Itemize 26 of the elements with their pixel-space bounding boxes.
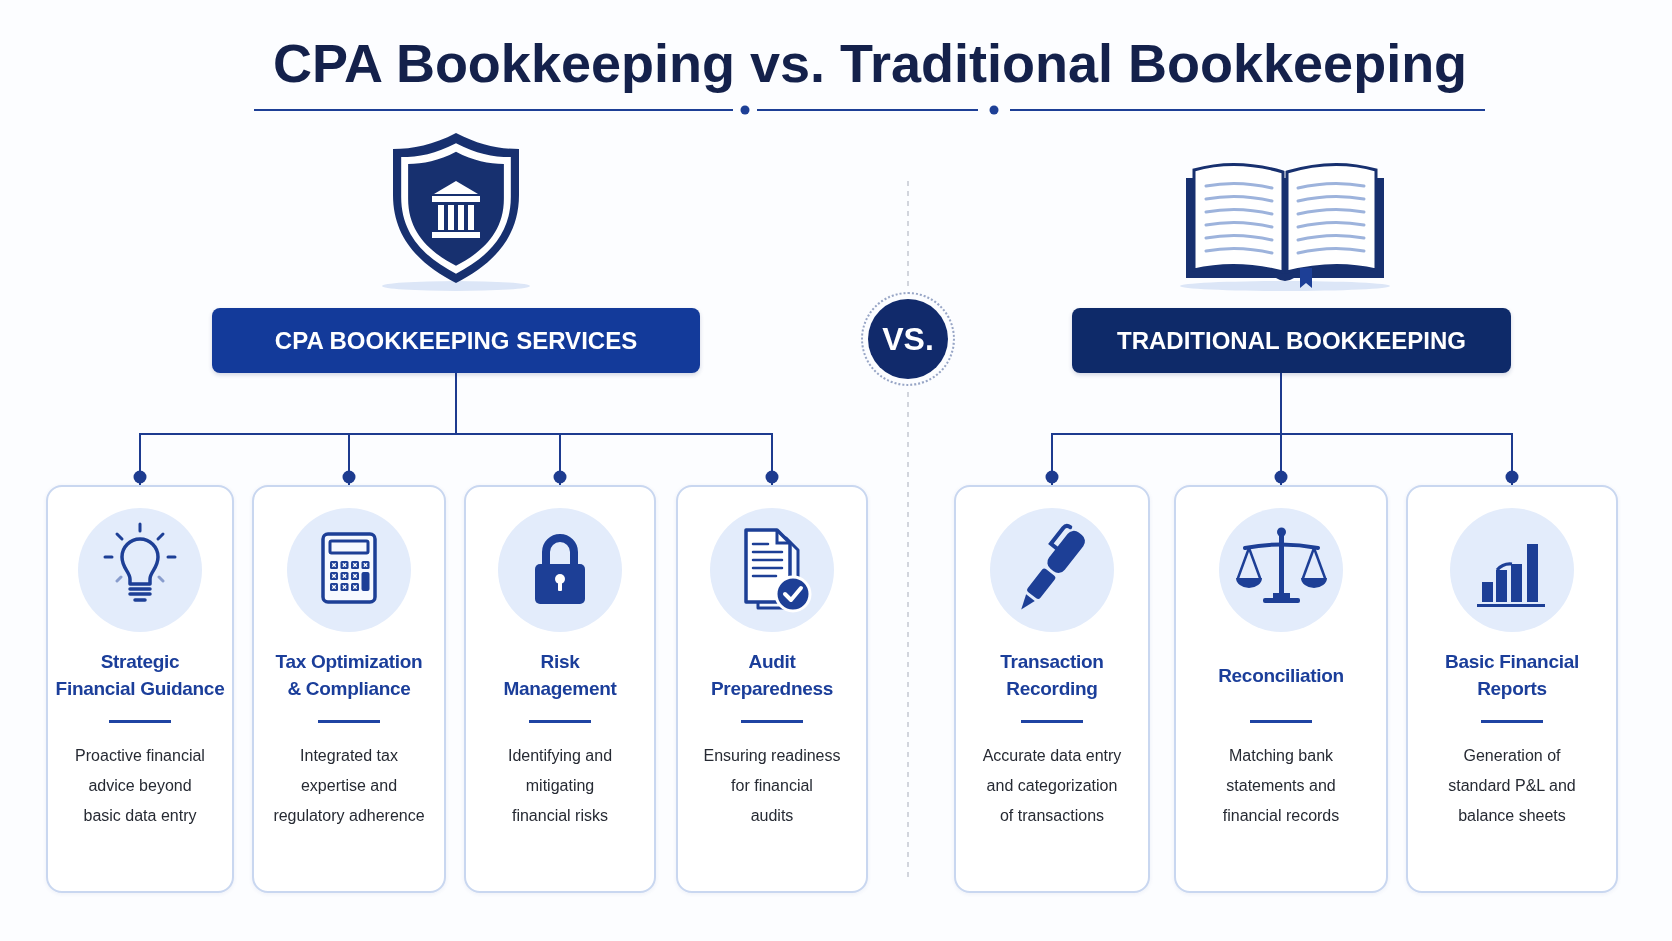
card-title: Risk Management [503, 650, 617, 701]
feature-card [464, 485, 656, 893]
card-title: Reconciliation [1218, 663, 1344, 688]
feature-card [46, 485, 234, 893]
card-description: Generation of standard P&L and balance sheets [1448, 746, 1576, 826]
card-title: Audit Preparedness [710, 650, 834, 701]
card-description: Proactive financial advice beyond basic data entry [75, 746, 205, 826]
section-header: CPA BOOKKEEPING SERVICES [212, 308, 700, 373]
card-title: Basic Financial Reports [1445, 650, 1579, 701]
card-description: Integrated tax expertise and regulatory adherence [273, 746, 425, 826]
vs-badge: VS. [861, 292, 955, 386]
connector-line [1280, 372, 1519, 486]
feature-card [252, 485, 446, 893]
feature-card [1406, 485, 1618, 893]
card-description: Ensuring readiness for financial audits [703, 746, 841, 826]
card-title: Strategic Financial Guidance [55, 650, 225, 701]
card-title: Tax Optimization & Compliance [275, 650, 423, 701]
section-header: TRADITIONAL BOOKKEEPING [1072, 308, 1511, 373]
title: CPA Bookkeeping vs. Traditional Bookkeeping [272, 32, 1468, 94]
feature-card [676, 485, 868, 893]
feature-card [1174, 485, 1388, 893]
feature-card [954, 485, 1150, 893]
card-title: Transaction Recording [1000, 650, 1104, 701]
card-description: Matching bank statements and financial records [1222, 746, 1340, 826]
card-description: Accurate data entry and categorization of transactions [982, 746, 1122, 826]
card-description: Identifying and mitigating financial risks [507, 746, 613, 826]
